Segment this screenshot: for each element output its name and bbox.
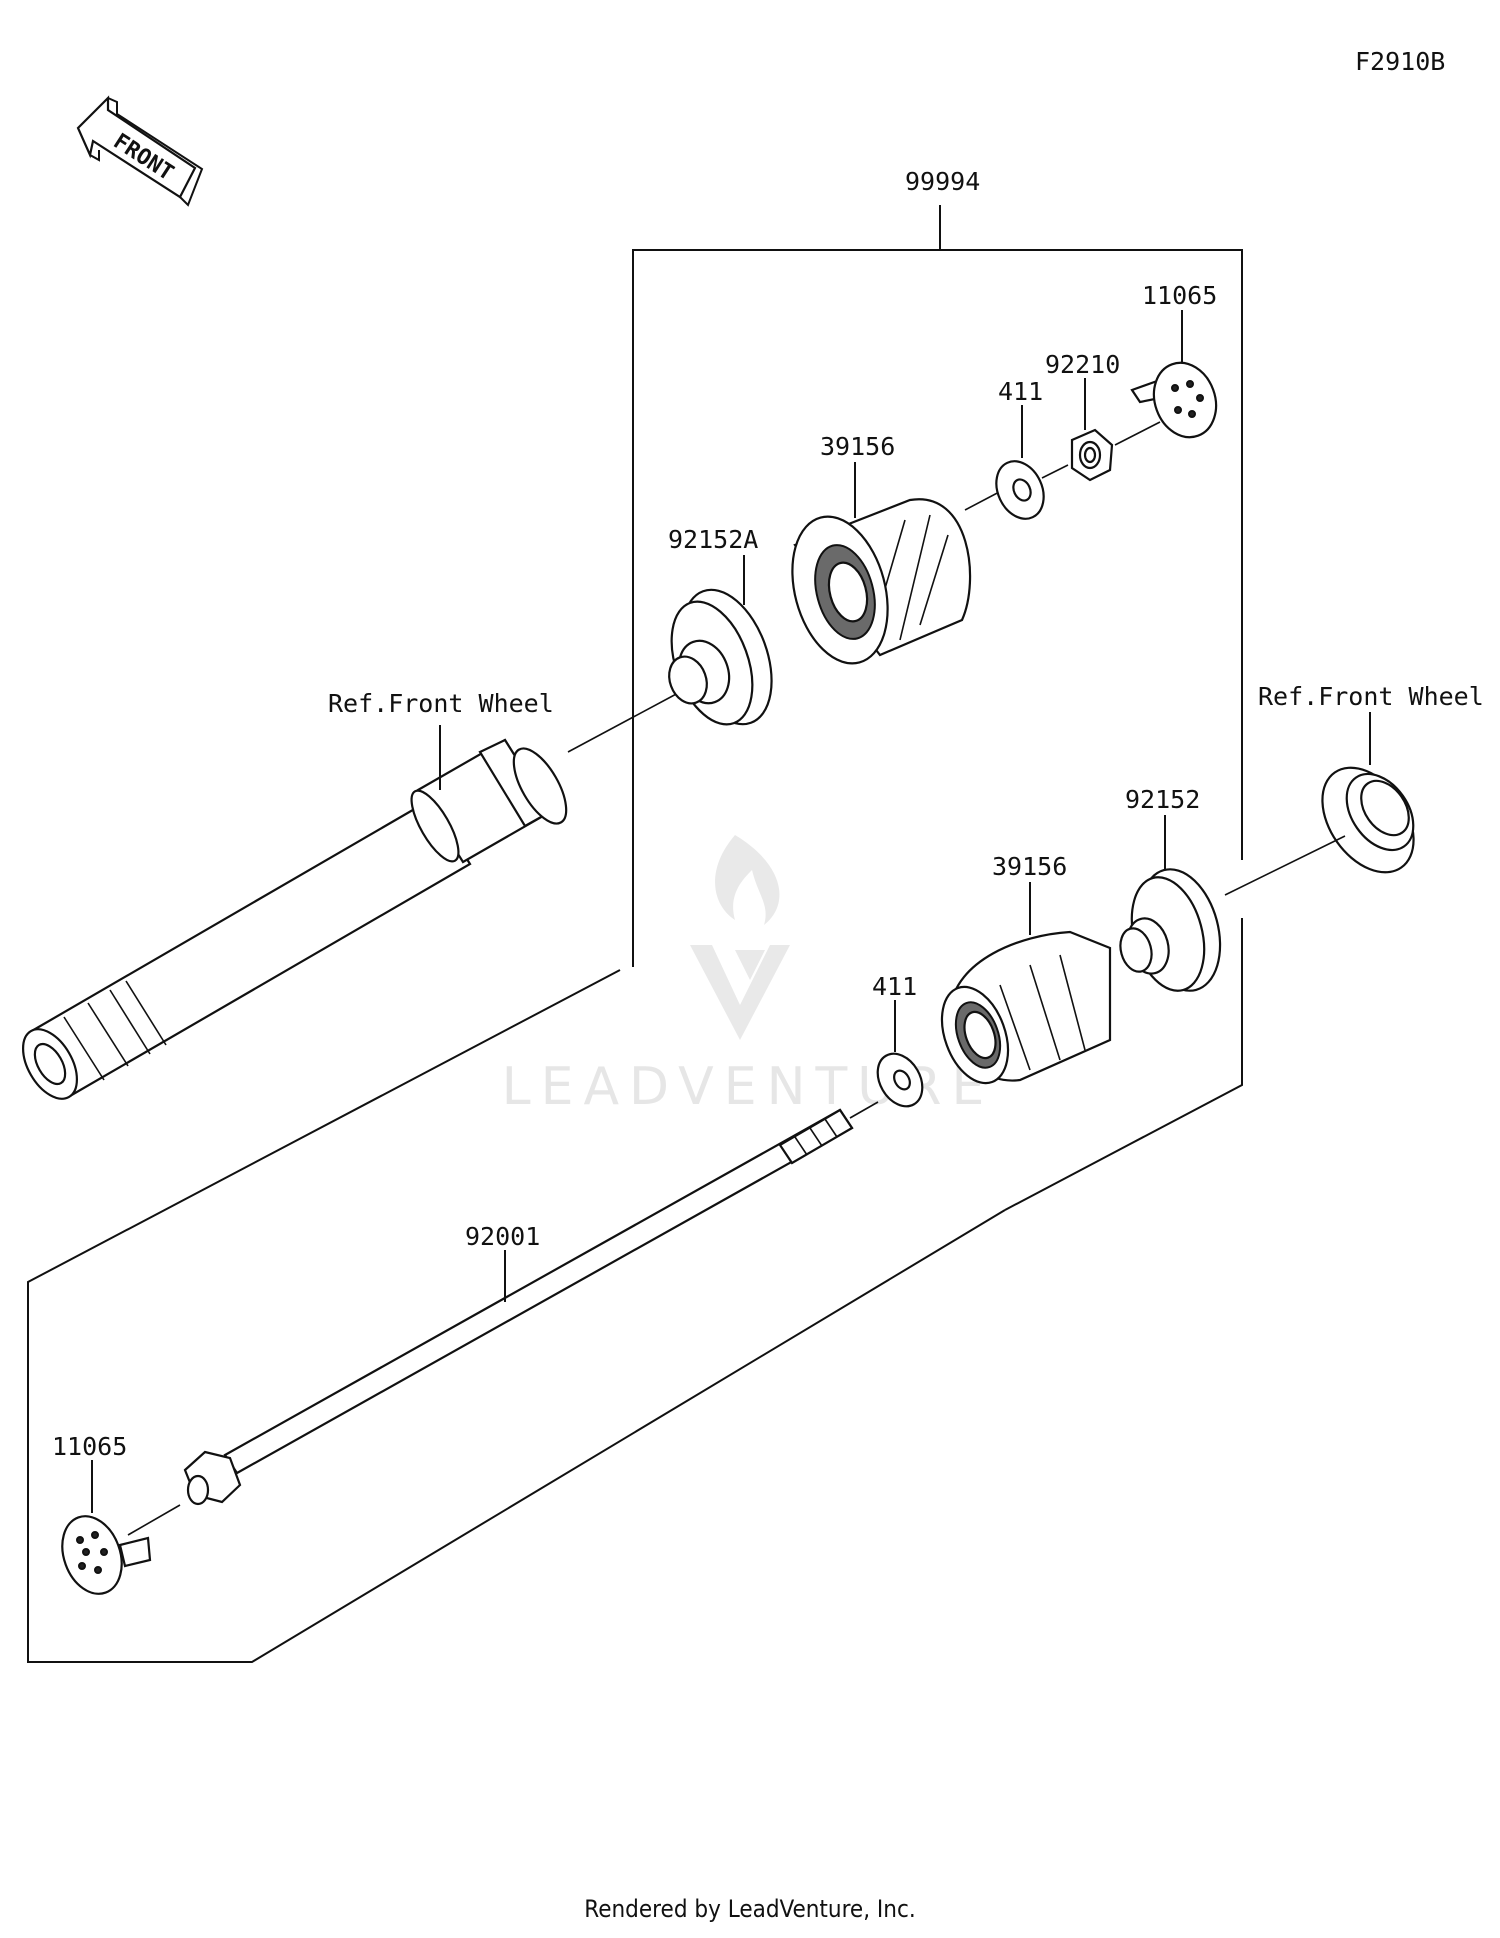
washer-bottom: 411	[872, 972, 924, 1108]
lock-plate-top: 11065	[1114, 281, 1217, 446]
bolt-92001: 92001	[183, 1101, 879, 1506]
footer-credit: Rendered by LeadVenture, Inc.	[584, 1895, 916, 1923]
front-arrow-icon: FRONT	[76, 95, 204, 207]
diagram-code: F2910B	[1355, 47, 1445, 76]
assembly-bracket: 99994	[27, 167, 1243, 1663]
nut-92210: 92210	[1041, 350, 1120, 482]
frame-slider-top: 39156	[791, 432, 972, 665]
washer-label-top: 411	[998, 377, 1043, 406]
spacer-92152: 92152	[1119, 785, 1222, 992]
washer-top: 411	[964, 377, 1045, 520]
ref-front-wheel-right: Ref.Front Wheel	[1258, 682, 1484, 711]
bolt-label: 92001	[465, 1222, 540, 1251]
nut-label: 92210	[1045, 350, 1120, 379]
lock-label-bottom: 11065	[52, 1432, 127, 1461]
ref-front-wheel-left: Ref.Front Wheel	[328, 689, 554, 718]
assembly-label: 99994	[905, 167, 980, 196]
lock-label-top: 11065	[1142, 281, 1217, 310]
left-wheel-collar: Ref.Front Wheel	[328, 689, 568, 864]
lock-plate-bottom: 11065	[52, 1432, 181, 1595]
spacer-label-top: 92152A	[668, 525, 758, 554]
spacer-label-bottom: 92152	[1125, 785, 1200, 814]
frame-slider-bottom: 39156	[940, 852, 1112, 1085]
front-axle	[21, 798, 472, 1100]
washer-label-bottom: 411	[872, 972, 917, 1001]
slider-label-top: 39156	[820, 432, 895, 461]
slider-label-bottom: 39156	[992, 852, 1067, 881]
right-wheel-collar: Ref.Front Wheel	[1258, 682, 1484, 874]
spacer-92152a: 92152A	[668, 525, 773, 726]
